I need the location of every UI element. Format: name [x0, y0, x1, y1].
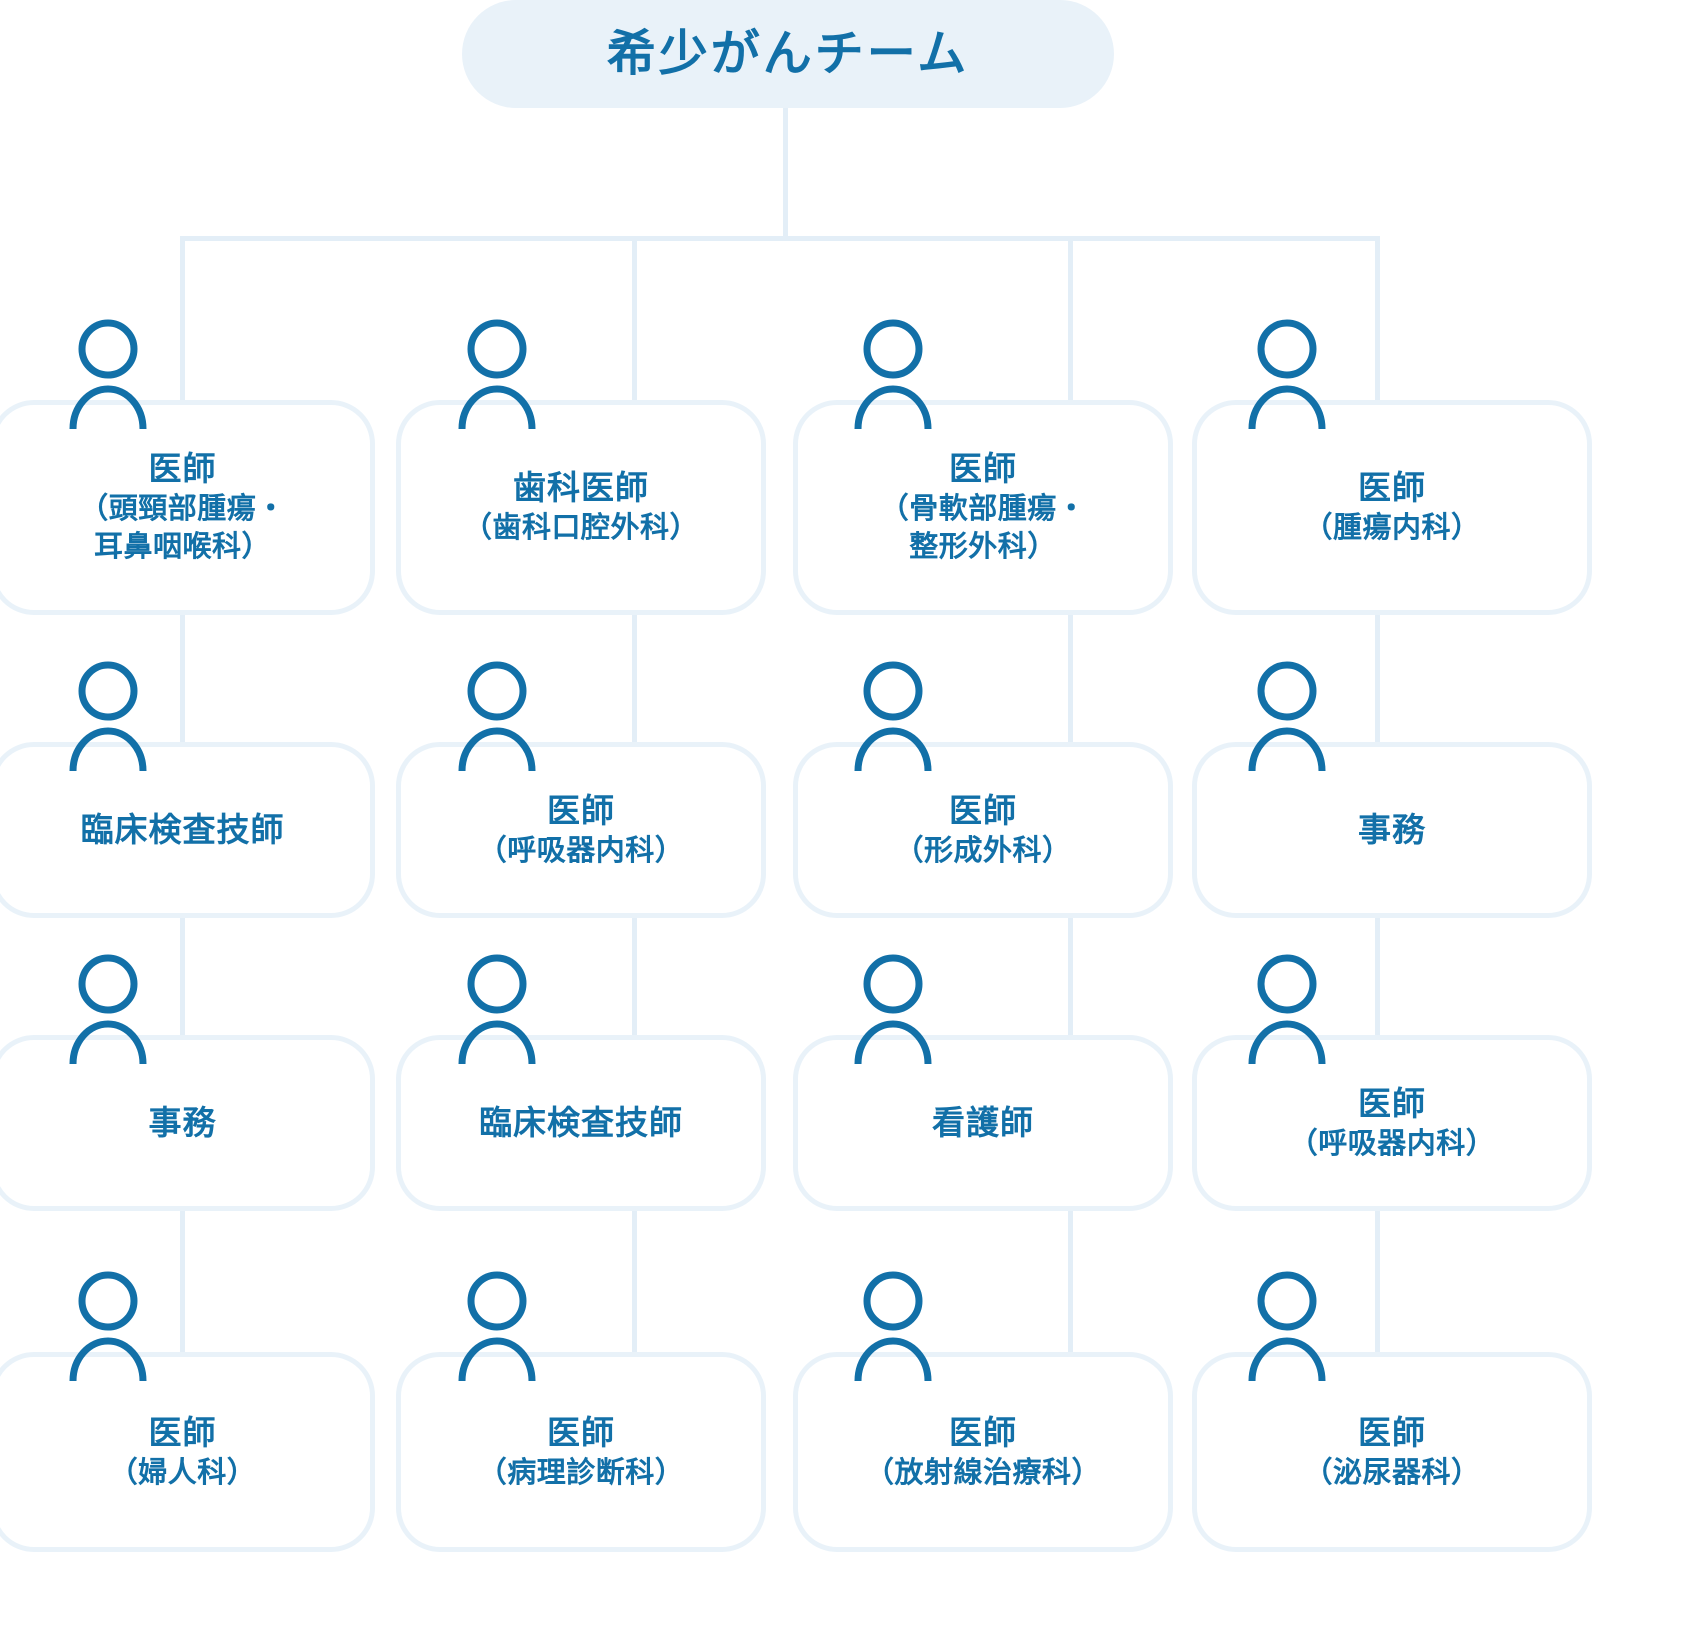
member-department-label: （歯科口腔外科） [463, 510, 699, 548]
connector-link-r1-c1 [180, 612, 185, 752]
member-department-line: （放射線治療科） [864, 1456, 1101, 1489]
person-icon [848, 655, 938, 775]
member-role-label: 医師 [547, 791, 615, 829]
connector-link-r3-c1 [180, 1208, 185, 1362]
member-role-label: 医師 [1358, 1084, 1426, 1122]
member-department-line: （婦人科） [108, 1456, 257, 1489]
team-member-card[interactable]: 医師 （呼吸器内科） [1192, 1035, 1592, 1211]
connector-drop-col-2 [632, 236, 637, 410]
member-department-line: 耳鼻咽喉科） [93, 530, 271, 563]
team-member-card[interactable]: 医師 （放射線治療科） [793, 1352, 1173, 1552]
page-title: 希少がんチーム [606, 26, 970, 81]
member-department-label: （婦人科） [109, 1455, 257, 1493]
member-department-line: （歯科口腔外科） [462, 512, 699, 545]
person-icon [1242, 1265, 1332, 1385]
member-department-line: （病理診断科） [477, 1456, 685, 1489]
member-department-label: （腫瘍内科） [1303, 510, 1480, 548]
connector-link-r1-c2 [632, 612, 637, 752]
member-department-line: （呼吸器内科） [1288, 1127, 1496, 1160]
person-icon [63, 1265, 153, 1385]
member-role-label: 医師 [1358, 1413, 1426, 1451]
team-member-card[interactable]: 臨床検査技師 [0, 742, 375, 918]
member-department-line: （頭頸部腫瘍・ [79, 493, 286, 526]
person-icon [452, 948, 542, 1068]
connector-link-r2-c2 [632, 915, 637, 1045]
connector-trunk [783, 108, 788, 238]
team-member-card[interactable]: 医師（骨軟部腫瘍・整形外科） [793, 400, 1173, 615]
member-department-line: （骨軟部腫瘍・ [879, 493, 1087, 526]
team-member-card[interactable]: 医師 （腫瘍内科） [1192, 400, 1592, 615]
member-role-label: 事務 [148, 1103, 217, 1141]
team-member-card[interactable]: 医師 （泌尿器科） [1192, 1352, 1592, 1552]
member-department-label: （形成外科） [894, 833, 1071, 871]
member-department-label: （骨軟部腫瘍・整形外科） [880, 491, 1087, 566]
member-role-label: 事務 [1358, 810, 1426, 848]
connector-drop-col-1 [180, 236, 185, 410]
member-role-label: 医師 [949, 450, 1017, 488]
member-department-line: （泌尿器科） [1303, 1456, 1481, 1489]
connector-drop-col-4 [1375, 236, 1380, 410]
team-member-card[interactable]: 医師（頭頸部腫瘍・耳鼻咽喉科） [0, 400, 375, 615]
person-icon [63, 313, 153, 433]
connector-drop-col-3 [1068, 236, 1073, 410]
person-icon [848, 313, 938, 433]
connector-link-r2-c4 [1375, 915, 1380, 1045]
member-role-label: 医師 [1358, 469, 1426, 507]
person-icon [63, 948, 153, 1068]
connector-link-r2-c1 [180, 915, 185, 1045]
member-department-line: 整形外科） [909, 530, 1057, 563]
team-member-card[interactable]: 臨床検査技師 [396, 1035, 766, 1211]
person-icon [1242, 948, 1332, 1068]
member-role-label: 医師 [148, 450, 217, 488]
team-member-card[interactable]: 事務 [0, 1035, 375, 1211]
person-icon [1242, 313, 1332, 433]
connector-link-r2-c3 [1068, 915, 1073, 1045]
team-member-card[interactable]: 医師 （婦人科） [0, 1352, 375, 1552]
person-icon [848, 948, 938, 1068]
connector-bus [180, 236, 1378, 241]
member-department-label: （呼吸器内科） [1289, 1126, 1496, 1164]
person-icon [452, 655, 542, 775]
person-icon [452, 313, 542, 433]
member-role-label: 臨床検査技師 [80, 810, 285, 848]
person-icon [452, 1265, 542, 1385]
member-role-label: 医師 [949, 1413, 1017, 1451]
connector-link-r3-c4 [1375, 1208, 1380, 1362]
member-department-line: （形成外科） [894, 834, 1072, 867]
team-member-card[interactable]: 看護師 [793, 1035, 1173, 1211]
member-department-label: （呼吸器内科） [478, 833, 685, 871]
person-icon [1242, 655, 1332, 775]
member-department-label: （放射線治療科） [865, 1455, 1101, 1493]
team-member-card[interactable]: 医師 （形成外科） [793, 742, 1173, 918]
connector-link-r1-c4 [1375, 612, 1380, 752]
member-role-label: 臨床検査技師 [479, 1103, 683, 1141]
member-department-label: （頭頸部腫瘍・耳鼻咽喉科） [79, 491, 286, 566]
team-member-card[interactable]: 医師 （呼吸器内科） [396, 742, 766, 918]
team-member-card[interactable]: 医師 （病理診断科） [396, 1352, 766, 1552]
person-icon [848, 1265, 938, 1385]
connector-link-r3-c3 [1068, 1208, 1073, 1362]
member-department-label: （泌尿器科） [1303, 1455, 1480, 1493]
member-role-label: 医師 [949, 791, 1017, 829]
connector-link-r3-c2 [632, 1208, 637, 1362]
member-department-line: （腫瘍内科） [1303, 512, 1481, 545]
member-department-label: （病理診断科） [478, 1455, 685, 1493]
member-role-label: 医師 [547, 1413, 615, 1451]
member-department-line: （呼吸器内科） [477, 834, 685, 867]
team-member-card[interactable]: 歯科医師 （歯科口腔外科） [396, 400, 766, 615]
team-title-pill: 希少がんチーム [462, 0, 1114, 108]
member-role-label: 歯科医師 [513, 469, 649, 507]
connector-link-r1-c3 [1068, 612, 1073, 752]
member-role-label: 医師 [148, 1413, 217, 1451]
person-icon [63, 655, 153, 775]
team-member-card[interactable]: 事務 [1192, 742, 1592, 918]
member-role-label: 看護師 [932, 1103, 1034, 1141]
